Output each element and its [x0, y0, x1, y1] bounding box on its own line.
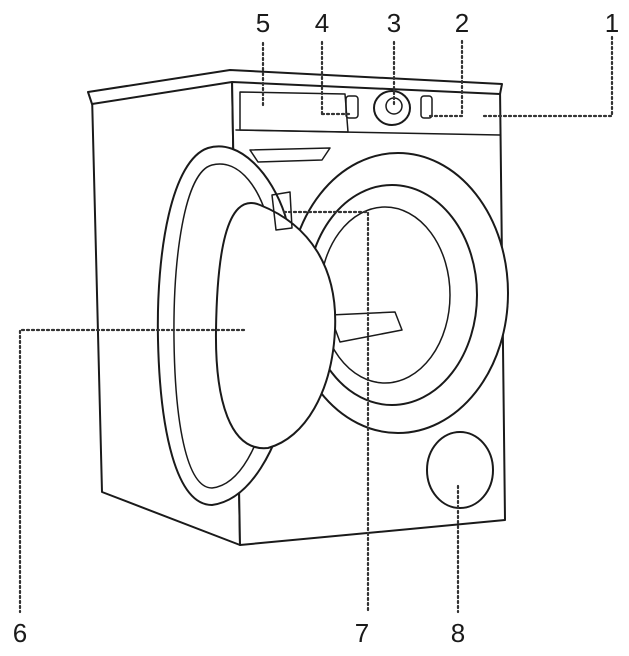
callout-8: 8	[451, 618, 465, 648]
callout-1: 1	[605, 8, 619, 38]
cabinet-top	[87, 69, 503, 105]
leader-line-2	[428, 38, 464, 118]
callout-3: 3	[387, 8, 401, 38]
program-knob[interactable]	[373, 90, 411, 126]
callout-5: 5	[256, 8, 270, 38]
callout-7: 7	[355, 618, 369, 648]
indicator-strip-right	[420, 95, 433, 119]
detergent-drawer-handle	[249, 147, 331, 163]
detergent-drawer	[239, 91, 349, 133]
leader-line-6	[18, 328, 246, 614]
door-hinge	[271, 191, 293, 231]
indicator-strip-left	[345, 95, 359, 119]
leader-line-7	[282, 210, 370, 614]
filter-flap[interactable]	[426, 431, 494, 509]
leader-line-4	[320, 38, 354, 116]
leader-line-1	[482, 34, 614, 118]
drum-paddle	[329, 311, 403, 343]
door-glass	[214, 202, 337, 450]
callout-6: 6	[13, 618, 27, 648]
callout-2: 2	[455, 8, 469, 38]
callout-4: 4	[315, 8, 329, 38]
